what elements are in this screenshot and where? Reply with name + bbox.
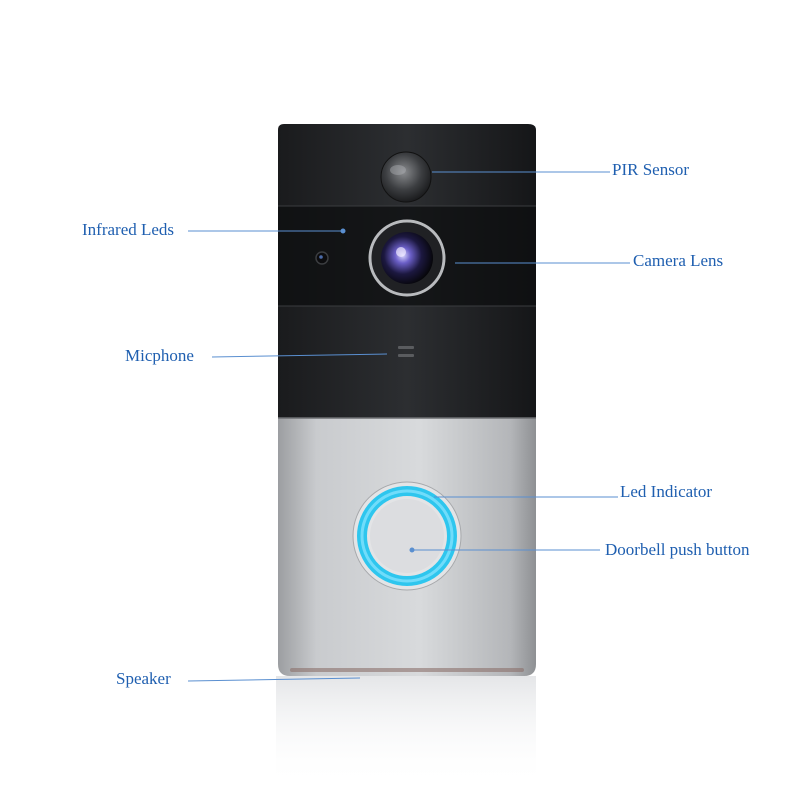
leader-microphone (211, 353, 388, 358)
led-ring-glow (360, 489, 454, 583)
label-doorbell-push-button: Doorbell push button (605, 540, 750, 559)
speaker-grille-slot (290, 668, 524, 672)
device-reflection (276, 676, 536, 786)
pir-sensor-highlight (390, 165, 406, 175)
leader-speaker (187, 677, 361, 682)
infrared-led-dot (319, 255, 323, 259)
microphone-slot-top (398, 346, 414, 349)
microphone-slot-bottom (398, 354, 414, 357)
label-pir-sensor: PIR Sensor (612, 160, 689, 179)
pir-sensor-dome (380, 151, 432, 203)
label-led-indicator: Led Indicator (620, 482, 713, 501)
label-microphone: Micphone (125, 346, 194, 365)
label-infrared-leds: Infrared Leds (82, 220, 175, 239)
leader-button-dot (409, 547, 415, 553)
camera-lens-glass (381, 232, 433, 284)
label-camera-lens: Camera Lens (633, 251, 724, 270)
label-speaker: Speaker (116, 669, 171, 688)
doorbell-push-button (370, 499, 444, 573)
camera-lens-shine (396, 247, 406, 257)
leader-infrared-dot (340, 228, 346, 234)
